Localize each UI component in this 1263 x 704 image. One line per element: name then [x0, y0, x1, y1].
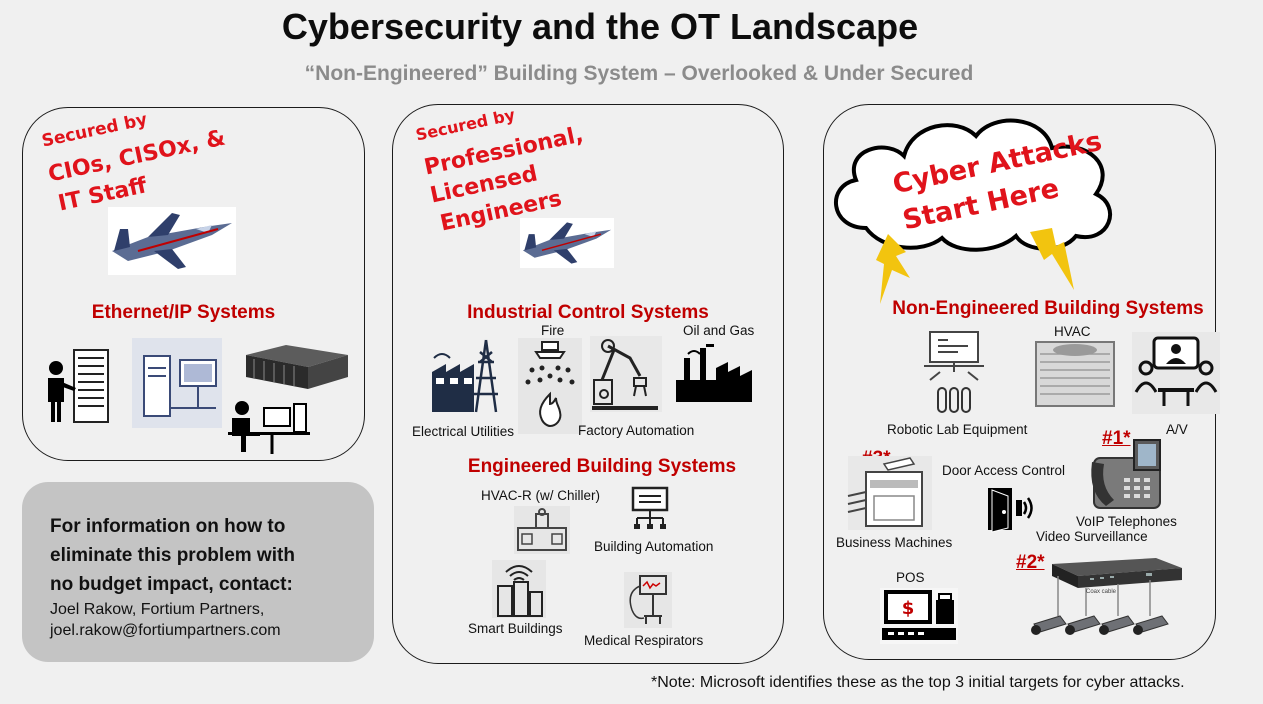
target-rank-voip: #1* — [1102, 428, 1131, 449]
fighter-jet-icon — [108, 207, 236, 275]
info-line-3: no budget impact, contact: — [50, 574, 293, 595]
oil-gas-refinery-icon — [676, 344, 752, 402]
medical-respirators-label: Medical Respirators — [584, 633, 704, 648]
info-line-1: For information on how to — [50, 516, 286, 537]
data-center-icon — [246, 345, 348, 389]
hvacr-label: HVAC-R (w/ Chiller) — [481, 488, 601, 503]
contact-name: Joel Rakow, Fortium Partners, — [50, 601, 265, 618]
fighter-jet-icon — [519, 218, 615, 268]
av-conference-icon — [1132, 332, 1220, 414]
voip-telephone-icon — [1091, 439, 1161, 509]
lightning-bolt-icon — [1030, 228, 1074, 290]
ebs-heading: Engineered Building Systems — [467, 456, 737, 477]
info-line-2: eliminate this problem with — [50, 545, 295, 566]
lightning-bolt-icon — [876, 234, 910, 304]
smart-building-icon — [492, 560, 546, 618]
robotic-lab-equipment-icon — [924, 331, 984, 413]
oil-gas-label: Oil and Gas — [683, 323, 755, 338]
door-access-icon — [988, 488, 1033, 533]
electrical-utilities-icon — [432, 339, 498, 413]
svg-text:$: $ — [902, 598, 915, 619]
footnote: *Note: Microsoft identifies these as the… — [651, 674, 1185, 691]
factory-robot-arm-icon — [590, 336, 662, 412]
business-machines-label: Business Machines — [836, 535, 953, 550]
target-rank-video-surveillance: #2* — [1016, 552, 1045, 573]
business-machine-copier-icon — [847, 456, 932, 530]
robotic-lab-label: Robotic Lab Equipment — [887, 422, 1028, 437]
contact-info-box: For information on how to eliminate this… — [22, 482, 374, 662]
chiller-icon — [514, 506, 570, 554]
building-automation-icon — [631, 486, 669, 529]
ics-heading: Industrial Control Systems — [467, 302, 709, 323]
coax-cable-label: Coax cable — [1086, 589, 1117, 595]
server-admin-icon — [48, 349, 109, 423]
nebs-heading: Non-Engineered Building Systems — [892, 298, 1204, 319]
workstation-user-icon — [228, 401, 310, 454]
av-label: A/V — [1166, 422, 1188, 437]
video-surveillance-dvr-icon — [1031, 558, 1182, 635]
building-automation-label: Building Automation — [594, 539, 714, 554]
medical-respirator-icon — [624, 572, 672, 628]
voip-telephones-label: VoIP Telephones — [1076, 514, 1177, 529]
fire-sprinkler-icon — [518, 338, 582, 434]
fire-label: Fire — [541, 323, 565, 338]
pos-terminal-icon: $ — [880, 588, 958, 644]
electrical-utilities-label: Electrical Utilities — [412, 424, 515, 439]
factory-automation-label: Factory Automation — [578, 423, 695, 438]
hvac-unit-icon — [1035, 341, 1115, 407]
door-access-label: Door Access Control — [942, 463, 1066, 478]
video-surveillance-label: Video Surveillance — [1036, 529, 1148, 544]
page-title: Cybersecurity and the OT Landscape — [281, 6, 919, 47]
page-subtitle: “Non-Engineered” Building System – Overl… — [304, 62, 974, 85]
hvac-label: HVAC — [1054, 324, 1091, 339]
cloud-icon — [833, 118, 1113, 252]
ethernet-ip-heading: Ethernet/IP Systems — [91, 302, 276, 323]
pos-label: POS — [896, 570, 925, 585]
computer-network-icon — [132, 338, 222, 428]
smart-buildings-label: Smart Buildings — [468, 621, 563, 636]
contact-email[interactable]: joel.rakow@fortiumpartners.com — [50, 622, 281, 639]
